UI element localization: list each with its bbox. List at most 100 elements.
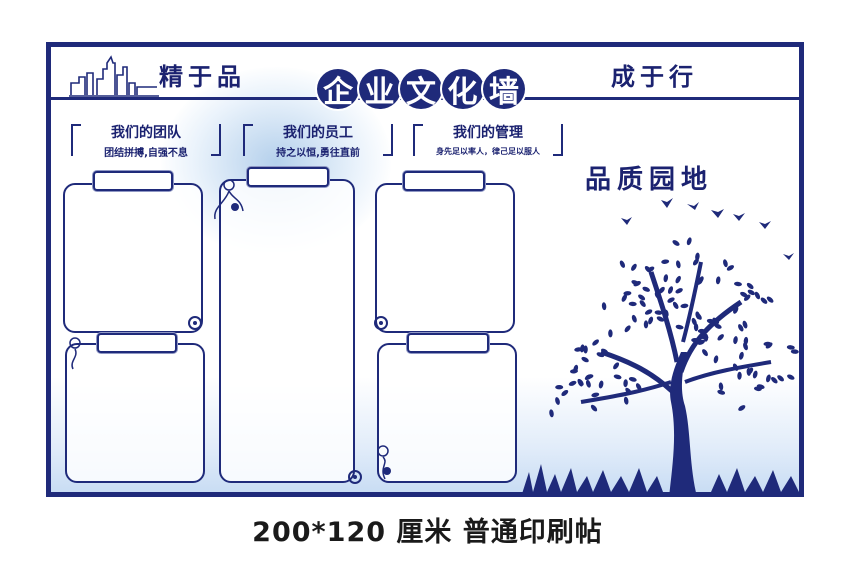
tree-leaf	[717, 389, 726, 395]
tree-leaf	[712, 317, 720, 324]
tree-leaf	[697, 339, 705, 345]
tree-leaf	[656, 316, 665, 322]
bracket-left	[243, 124, 253, 156]
tree-leaf	[555, 397, 560, 405]
tree-leaf	[590, 404, 598, 412]
tree-leaf	[675, 324, 684, 330]
tree-leaf	[643, 320, 649, 329]
tree-leaf	[746, 367, 752, 376]
tree-leaf	[672, 301, 679, 309]
tree-leaf	[675, 260, 681, 269]
tree-leaf	[766, 374, 771, 383]
tree-leaf	[592, 339, 599, 346]
photo-frame	[219, 179, 355, 483]
tree-leaf	[658, 286, 665, 294]
tree-leaf	[760, 297, 768, 304]
tree-leaf	[790, 349, 799, 354]
tree-leaf	[638, 294, 646, 301]
tree-leaf	[695, 252, 700, 261]
tree-leaf	[743, 342, 748, 351]
tree-leaf	[746, 282, 754, 290]
tree-leaf	[786, 345, 795, 350]
tree-leaf	[644, 266, 652, 273]
tree-leaf	[675, 288, 683, 294]
tree-leaf	[733, 306, 739, 314]
section-title: 我们的管理	[453, 125, 523, 141]
tree-leaf	[580, 344, 585, 353]
tree-leaf	[694, 280, 703, 286]
tree-leaf	[639, 300, 646, 307]
tree-leaf	[613, 374, 622, 380]
floral-ornament-icon	[214, 179, 244, 220]
culture-wall-board: 精于品 成于行 企 业 文 化 墙 我们的团队 团结拼搏,自强不息 我们的员工 …	[46, 42, 804, 497]
section-staff-header: 我们的员工 持之以恒,勇往直前	[243, 122, 393, 162]
tree-leaf	[628, 301, 637, 307]
tree-leaf	[691, 317, 697, 326]
bracket-left	[71, 124, 81, 156]
tree-leaf	[585, 374, 594, 379]
tree-leaf	[766, 296, 774, 303]
tree-leaf	[672, 240, 680, 246]
tree-leaf	[628, 377, 637, 382]
tree-leaf	[714, 323, 722, 329]
floral-ornament-icon	[188, 316, 202, 330]
tree-leaf	[691, 337, 700, 343]
tree-leaf	[738, 405, 746, 411]
tree-leaf	[555, 385, 564, 390]
tree-leaf	[752, 370, 758, 379]
tree-leaf	[715, 276, 721, 285]
floral-ornament-icon	[377, 445, 391, 480]
tree-leaf	[625, 387, 632, 395]
tree-leaf	[598, 380, 604, 389]
tree-leaf	[601, 302, 607, 311]
right-slogan: 成于行	[611, 62, 698, 91]
tree-leaf	[608, 329, 613, 338]
tree-leaf	[624, 325, 631, 333]
section-title: 我们的团队	[111, 125, 181, 141]
tree-leaf	[623, 396, 629, 405]
tree-leaf	[675, 275, 681, 284]
tree-with-birds-icon	[522, 198, 799, 492]
tree-leaf	[743, 294, 751, 301]
quality-garden-title: 品质园地	[585, 165, 714, 195]
tree-leaf	[577, 379, 583, 387]
tree-leaf	[697, 328, 706, 334]
tree-leaf	[585, 379, 591, 388]
tree-leaf	[702, 349, 708, 357]
floral-ornament-icon	[348, 470, 362, 484]
section-team-header: 我们的团队 团结拼搏,自强不息	[71, 122, 221, 162]
tree-leaf	[661, 259, 670, 264]
photo-frame	[377, 343, 517, 483]
frame-label-tag	[407, 333, 489, 353]
title-char: 化	[439, 67, 486, 111]
tree-leaf	[568, 380, 577, 386]
tree-leaf	[631, 314, 637, 323]
tree-leaf	[686, 237, 692, 246]
floral-ornament-icon	[69, 337, 81, 370]
tree-leaf	[642, 286, 650, 292]
section-title: 我们的员工	[283, 125, 353, 141]
tree-leaf	[654, 310, 663, 315]
tree-leaf	[733, 336, 738, 345]
tree-leaf	[723, 259, 728, 268]
tree-leaf	[742, 320, 748, 329]
tree-leaf	[747, 289, 755, 296]
title-char: 业	[356, 67, 403, 111]
tree-leaf	[561, 389, 569, 397]
tree-leaf	[633, 281, 641, 287]
tree-leaf	[700, 334, 709, 340]
tree-leaf	[717, 334, 724, 341]
tree-leaf	[663, 309, 669, 318]
frame-label-tag	[247, 167, 329, 187]
bracket-right	[553, 124, 563, 156]
tree-leaf	[663, 274, 669, 283]
tree-leaf	[549, 409, 554, 418]
tree-leaf	[613, 362, 620, 370]
floral-ornament-icon	[374, 316, 388, 330]
photo-frame	[65, 343, 205, 483]
tree-leaf	[591, 392, 600, 398]
bracket-left	[413, 124, 423, 156]
title-char: 墙	[481, 67, 527, 111]
tree-leaf	[623, 379, 628, 388]
tree-leaf	[644, 309, 653, 315]
